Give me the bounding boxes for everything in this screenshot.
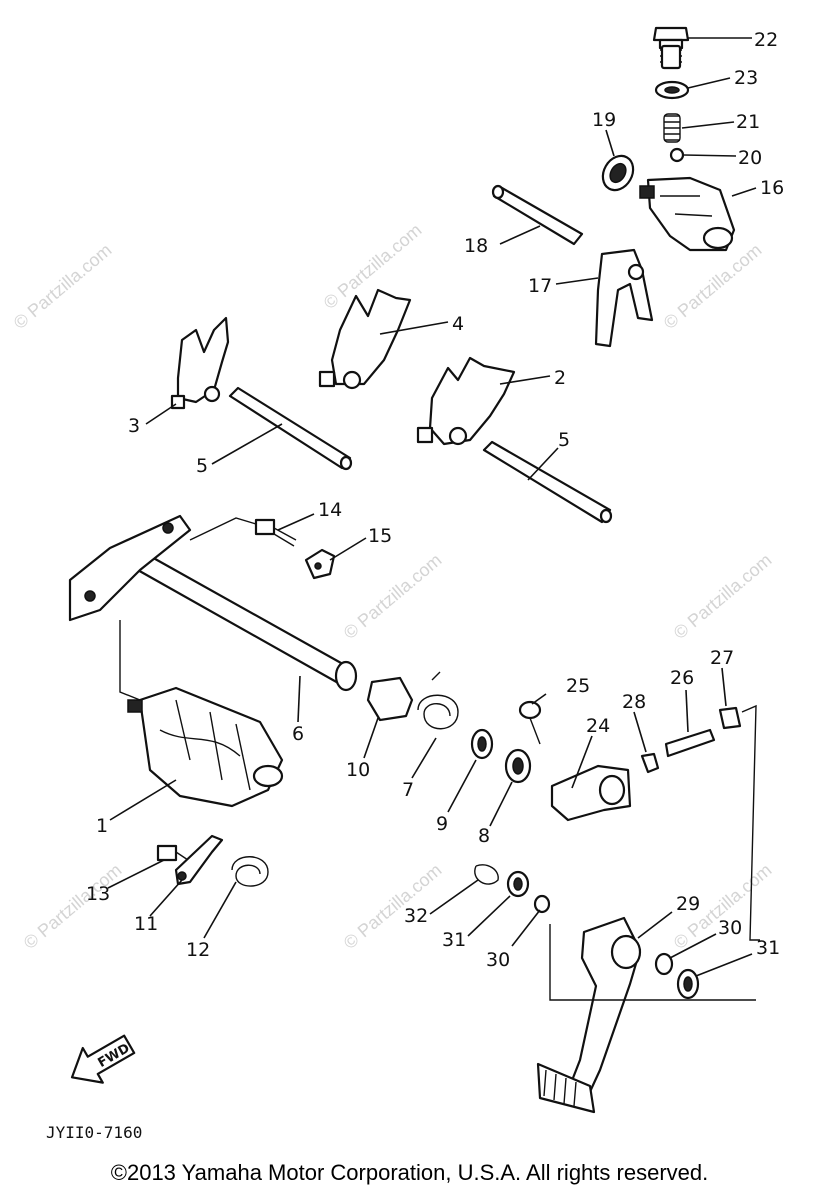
callout-13: 13 xyxy=(86,883,110,905)
callout-27: 27 xyxy=(710,647,734,669)
part-5-guide-bar-left xyxy=(228,386,353,471)
part-2-shift-fork xyxy=(416,356,516,446)
part-5-guide-bar-right xyxy=(482,440,613,524)
drawing-code: JYII0-7160 xyxy=(46,1123,142,1142)
part-3-shift-fork xyxy=(170,316,230,410)
callout-31b: 31 xyxy=(756,937,780,959)
callout-5b: 5 xyxy=(558,429,570,451)
part-22-bolt xyxy=(652,26,690,70)
part-19-oil-seal xyxy=(601,154,635,192)
callout-31a: 31 xyxy=(442,929,466,951)
callout-16: 16 xyxy=(760,177,784,199)
part-18-guide-bar xyxy=(491,184,584,246)
part-23-washer xyxy=(654,80,690,100)
callout-5a: 5 xyxy=(196,455,208,477)
callout-30b: 30 xyxy=(718,917,742,939)
part-20-ball xyxy=(669,147,685,163)
part-15-plate xyxy=(304,548,336,580)
callout-3: 3 xyxy=(128,415,140,437)
callout-26: 26 xyxy=(670,667,694,689)
part-14-bolt xyxy=(254,518,297,547)
part-6-shift-shaft xyxy=(68,514,358,692)
callout-22: 22 xyxy=(754,29,778,51)
watermark: © Partzilla.com xyxy=(670,550,776,643)
callout-2: 2 xyxy=(554,367,566,389)
watermark: © Partzilla.com xyxy=(10,240,116,333)
callout-4: 4 xyxy=(452,313,464,335)
part-30-o-ring xyxy=(533,894,551,914)
leader-lines xyxy=(107,37,757,977)
callout-32: 32 xyxy=(404,905,428,927)
part-26-bolt xyxy=(664,728,716,758)
part-4-shift-fork xyxy=(318,288,412,390)
watermark: © Partzilla.com xyxy=(660,240,766,333)
callout-15: 15 xyxy=(368,525,392,547)
callout-21: 21 xyxy=(736,111,760,133)
callout-20: 20 xyxy=(738,147,762,169)
callout-12: 12 xyxy=(186,939,210,961)
callout-14: 14 xyxy=(318,499,342,521)
callout-24: 24 xyxy=(586,715,610,737)
part-31-washer xyxy=(506,870,530,898)
callout-1: 1 xyxy=(96,815,108,837)
callout-10: 10 xyxy=(346,759,370,781)
part-10-collar xyxy=(366,676,414,722)
part-30-o-ring-right xyxy=(654,952,674,976)
callout-6: 6 xyxy=(292,723,304,745)
copyright-notice: ©2013 Yamaha Motor Corporation, U.S.A. A… xyxy=(110,1160,709,1185)
part-7-spring xyxy=(417,671,459,730)
callout-labels: 22 23 21 20 19 16 18 17 4 2 3 5 5 14 15 … xyxy=(86,29,784,971)
part-11-stopper-lever xyxy=(174,834,224,886)
watermark: © Partzilla.com xyxy=(20,860,126,953)
part-25-screw xyxy=(518,700,542,745)
part-13-bolt xyxy=(156,844,189,862)
part-32-circlip xyxy=(474,864,499,885)
part-17-shift-fork xyxy=(594,248,654,348)
part-12-spring xyxy=(231,856,269,887)
callout-11: 11 xyxy=(134,913,158,935)
callout-7: 7 xyxy=(402,779,414,801)
part-24-shift-arm xyxy=(550,764,632,822)
callout-8: 8 xyxy=(478,825,490,847)
part-21-spring xyxy=(663,113,681,143)
fwd-arrow-icon: FWD xyxy=(70,1034,136,1084)
part-16-segment xyxy=(639,176,736,252)
part-1-shift-drum xyxy=(127,686,284,808)
part-9-washer xyxy=(470,728,494,760)
part-29-shift-pedal xyxy=(536,916,642,1114)
callout-23: 23 xyxy=(734,67,758,89)
bracket-lines xyxy=(119,517,760,1001)
part-28-nut xyxy=(640,752,660,774)
callout-30a: 30 xyxy=(486,949,510,971)
part-8-oil-seal xyxy=(504,748,532,784)
callout-18: 18 xyxy=(464,235,488,257)
callout-28: 28 xyxy=(622,691,646,713)
callout-17: 17 xyxy=(528,275,552,297)
part-31-washer-right xyxy=(676,968,700,1000)
callout-25: 25 xyxy=(566,675,590,697)
watermark: © Partzilla.com xyxy=(340,860,446,953)
part-27-nut xyxy=(718,706,742,730)
callout-9: 9 xyxy=(436,813,448,835)
callout-29: 29 xyxy=(676,893,700,915)
callout-19: 19 xyxy=(592,109,616,131)
watermark: © Partzilla.com xyxy=(340,550,446,643)
